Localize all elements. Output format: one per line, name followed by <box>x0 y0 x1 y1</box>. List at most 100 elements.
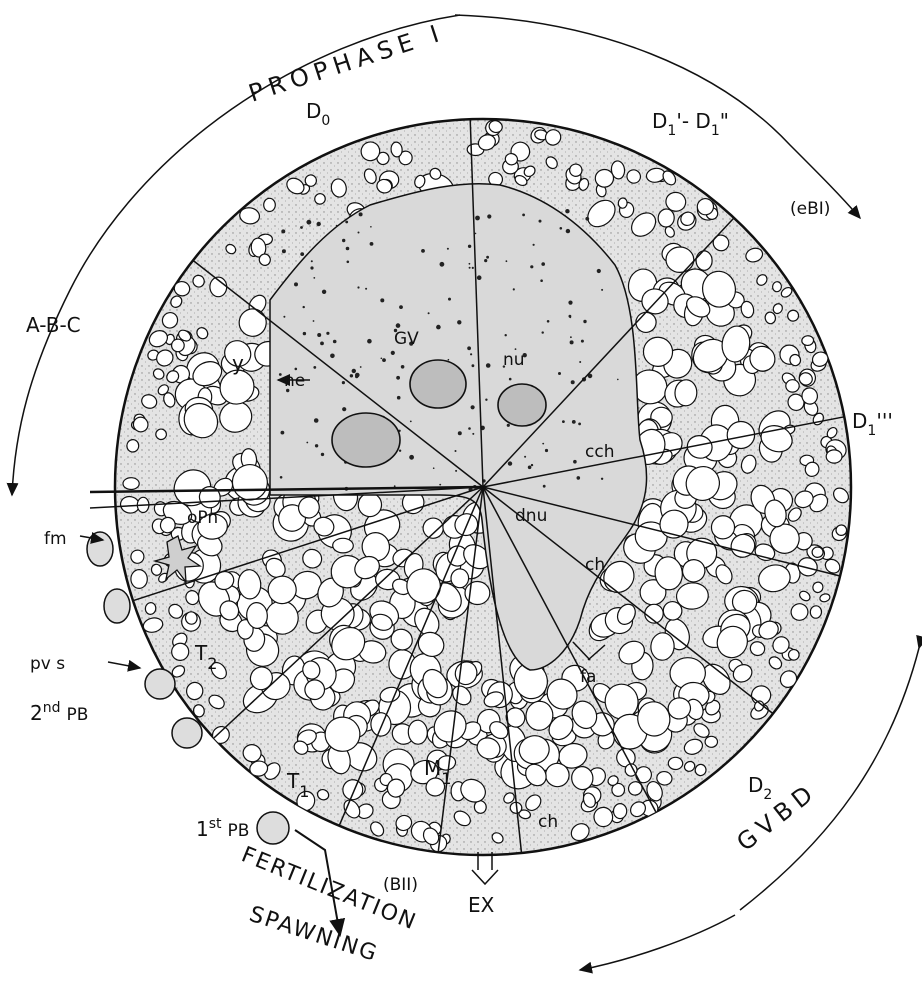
chromatin-speck <box>370 242 374 246</box>
chromatin-speck <box>342 407 346 411</box>
chromatin-speck <box>471 405 475 409</box>
yolk-platelet <box>127 439 139 452</box>
chromatin-speck <box>486 363 491 368</box>
chromatin-speck <box>486 256 489 259</box>
gvbd-arc-lower <box>580 915 735 970</box>
chromatin-speck <box>572 420 576 424</box>
d1ppp-text: D <box>852 409 867 433</box>
yolk-platelet <box>131 569 148 588</box>
chromatin-speck <box>448 359 450 361</box>
d1-text: D <box>652 109 667 133</box>
yolk-platelet <box>618 198 628 209</box>
chromatin-speck <box>358 232 360 234</box>
chromatin-speck <box>485 399 487 401</box>
fm-label: fm <box>44 529 67 549</box>
chromatin-speck <box>541 262 545 266</box>
d2-text: D <box>748 773 763 797</box>
bii-label: (BII) <box>383 875 418 895</box>
chromatin-speck <box>321 453 324 456</box>
chromatin-speck <box>282 249 286 253</box>
t2-sub: 2 <box>207 654 217 673</box>
chromatin-speck <box>447 248 449 250</box>
chromatin-speck <box>524 456 526 458</box>
ebi-label: (eBI) <box>790 199 830 219</box>
nucleolus-1 <box>410 360 466 408</box>
yolk-platelet <box>812 547 823 558</box>
yolk-platelet <box>370 712 391 736</box>
nu-label: nu <box>503 350 525 370</box>
chromatin-speck <box>314 418 319 423</box>
d2-sub: 2 <box>763 787 772 803</box>
chromatin-speck <box>469 263 471 265</box>
chromatin-speck <box>355 375 358 378</box>
chromatin-speck <box>347 261 350 264</box>
chromatin-speck <box>581 340 584 343</box>
chromatin-speck <box>487 214 491 218</box>
chromatin-speck <box>409 455 414 460</box>
chromatin-speck <box>542 443 544 445</box>
chromatin-speck <box>468 245 471 248</box>
chromatin-speck <box>300 252 304 256</box>
polar-body <box>104 589 130 623</box>
chromatin-speck <box>333 340 337 344</box>
chromatin-speck <box>468 427 471 430</box>
chromatin-speck <box>428 312 430 314</box>
chromatin-speck <box>573 460 577 464</box>
yolk-platelet <box>835 524 847 535</box>
chromatin-speck <box>396 376 400 380</box>
opn-label: oPn <box>187 508 218 528</box>
pb2-num: 2 <box>30 701 43 725</box>
chromatin-speck <box>350 374 353 377</box>
chromatin-speck <box>558 372 561 375</box>
chromatin-speck <box>283 316 285 318</box>
yolk-platelet <box>264 198 276 211</box>
chromatin-speck <box>597 269 601 273</box>
chromatin-speck <box>484 259 487 262</box>
d1-end: " <box>720 109 729 133</box>
pvs-label: pv s <box>30 654 65 674</box>
y-label: y <box>232 351 244 375</box>
d1ppp-label: D1''' <box>852 409 893 439</box>
chromatin-speck <box>562 420 565 423</box>
chromatin-speck <box>528 466 532 470</box>
gv-label: GV <box>394 329 419 349</box>
yolk-platelet <box>333 538 354 553</box>
chromatin-speck <box>300 226 303 229</box>
chromatin-speck <box>360 366 362 368</box>
chromatin-speck <box>477 275 482 280</box>
chromatin-speck <box>455 470 457 472</box>
chromatin-speck <box>601 478 603 480</box>
chromatin-speck <box>352 369 356 373</box>
chromatin-speck <box>440 262 445 267</box>
yolk-platelet <box>786 380 799 392</box>
chromatin-speck <box>601 289 603 291</box>
chromatin-speck <box>326 332 329 335</box>
chromatin-speck <box>543 485 546 488</box>
chromatin-speck <box>472 364 475 367</box>
chromatin-speck <box>583 320 586 323</box>
chromatin-speck <box>279 373 282 376</box>
d1-mid: '- D <box>676 109 710 133</box>
cch-label: cch <box>585 442 614 462</box>
yolk-platelet <box>826 450 842 463</box>
chromatin-speck <box>313 320 315 322</box>
chromatin-speck <box>436 325 441 330</box>
chromatin-speck <box>472 267 474 269</box>
polar-body <box>172 718 202 748</box>
chromatin-speck <box>317 333 321 337</box>
pb1-label: 1stPB <box>196 816 249 841</box>
yolk-platelet <box>666 247 694 273</box>
chromatin-speck <box>370 226 372 228</box>
chromatin-speck <box>530 265 533 268</box>
chromatin-speck <box>313 277 315 279</box>
d1ppp-sub: 1 <box>867 423 876 439</box>
chromatin-speck <box>506 260 508 262</box>
yolk-platelet <box>613 804 626 819</box>
chromatin-speck <box>421 249 425 253</box>
chromatin-speck <box>522 214 525 217</box>
chromatin-speck <box>342 239 345 242</box>
chromatin-speck <box>410 421 412 423</box>
dnu-label: dnu <box>515 506 547 526</box>
chromatin-speck <box>320 342 324 346</box>
